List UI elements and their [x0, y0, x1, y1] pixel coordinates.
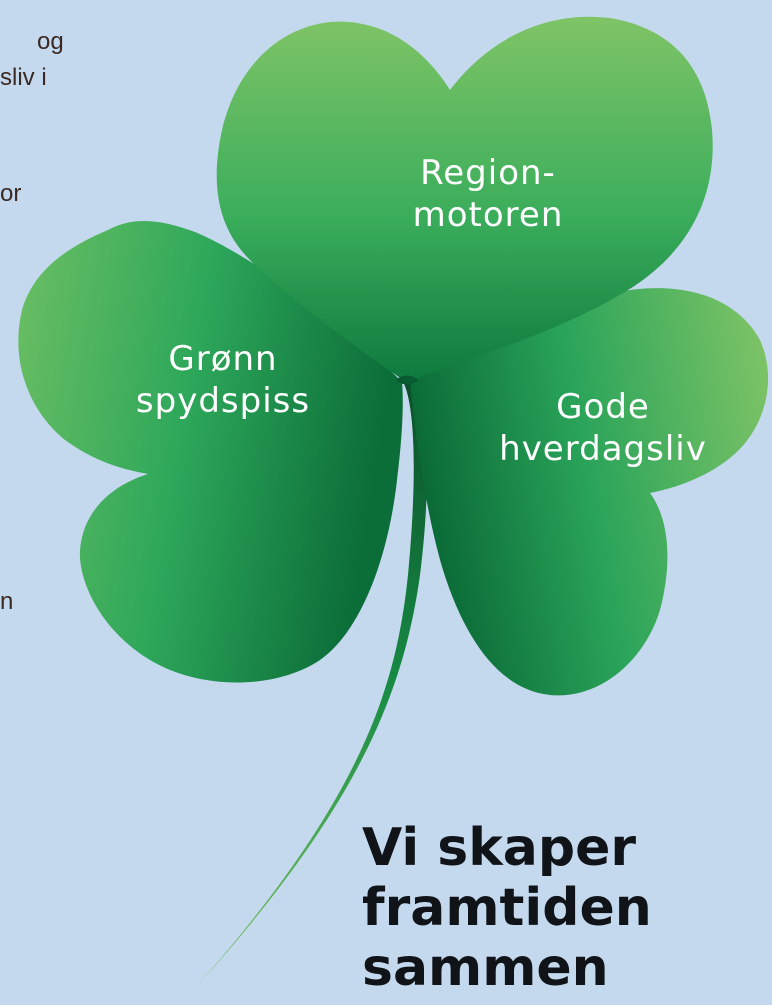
- cutoff-text-line-1: og: [37, 28, 64, 55]
- right-leaf-label-line-2: hverdagsliv: [499, 429, 707, 469]
- cutoff-text-line-4: n: [0, 588, 14, 615]
- right-leaf-label-line-1: Gode: [556, 387, 650, 427]
- cutoff-text-line-3: or: [0, 180, 22, 207]
- top-leaf-label: Region- motoren: [376, 152, 600, 236]
- top-leaf-label-line-2: motoren: [412, 195, 564, 235]
- top-leaf-label-line-1: Region-: [420, 153, 556, 193]
- clover-leaf-top: [216, 16, 713, 382]
- left-leaf-label-line-2: spydspiss: [135, 381, 311, 421]
- slogan-line-2: framtiden: [362, 878, 652, 938]
- right-leaf-label: Gode hverdagsliv: [468, 386, 738, 470]
- clover-center: [396, 375, 418, 385]
- left-leaf-label-line-1: Grønn: [168, 339, 278, 379]
- clover-leaf-right: [410, 288, 769, 696]
- clover-leaf-left: [18, 221, 403, 683]
- slogan-line-3: sammen: [362, 938, 609, 998]
- left-leaf-label: Grønn spydspiss: [106, 338, 340, 422]
- slogan-line-1: Vi skaper: [362, 818, 637, 878]
- cutoff-text-line-2: sliv i: [0, 64, 47, 91]
- slogan: Vi skaper framtiden sammen: [362, 818, 652, 998]
